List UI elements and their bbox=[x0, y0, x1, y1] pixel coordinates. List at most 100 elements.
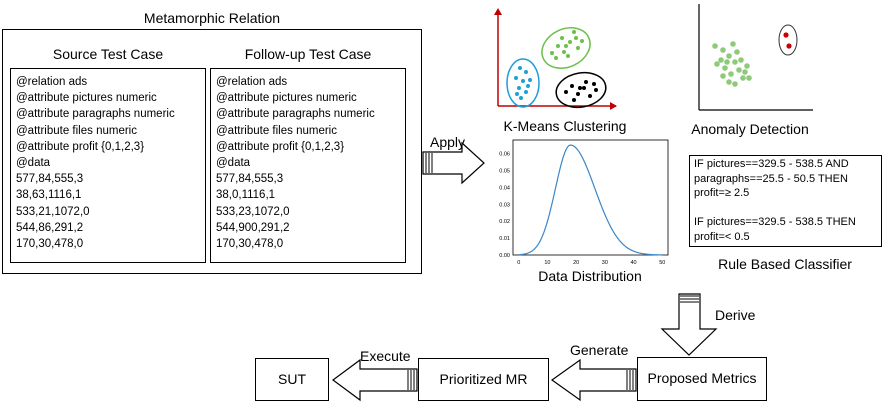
cluster-point bbox=[592, 82, 596, 86]
cluster-point bbox=[519, 96, 523, 100]
y-tick-label: 0.03 bbox=[499, 202, 510, 208]
cluster-point bbox=[574, 36, 578, 40]
normal-point bbox=[722, 65, 728, 71]
code-line: @attribute paragraphs numeric bbox=[216, 108, 375, 121]
anomaly-point bbox=[786, 43, 792, 49]
cluster-point bbox=[550, 51, 554, 55]
normal-point bbox=[742, 69, 748, 75]
rule2-line2: profit=< 0.5 bbox=[694, 230, 750, 243]
mr-title: Metamorphic Relation bbox=[143, 10, 281, 26]
normal-point bbox=[738, 57, 744, 63]
cluster-point bbox=[554, 56, 558, 60]
code-line: @attribute pictures numeric bbox=[216, 92, 357, 105]
cluster-point bbox=[528, 78, 532, 82]
normal-point bbox=[746, 75, 752, 81]
cluster-point bbox=[564, 90, 568, 94]
y-tick-label: 0.00 bbox=[499, 253, 510, 259]
cluster-point bbox=[514, 76, 518, 80]
x-tick-label: 20 bbox=[573, 260, 579, 266]
normal-point bbox=[732, 81, 738, 87]
cluster-point bbox=[576, 92, 580, 96]
proposed-metrics-box bbox=[637, 357, 767, 401]
cluster-black bbox=[555, 71, 607, 109]
rule1-line3: profit=≥ 2.5 bbox=[694, 187, 750, 199]
code-line: @relation ads bbox=[16, 76, 88, 88]
normal-point bbox=[714, 61, 720, 67]
code-line: 544,86,291,2 bbox=[16, 221, 84, 234]
cluster-point bbox=[564, 44, 568, 48]
cluster-point bbox=[524, 90, 528, 94]
cluster-point bbox=[580, 39, 584, 43]
rule2-line1: IF pictures==329.5 - 538.5 THEN bbox=[694, 216, 856, 228]
cluster-point bbox=[570, 84, 574, 88]
code-line: @data bbox=[16, 156, 51, 169]
anomaly-label: Anomaly Detection bbox=[691, 121, 809, 137]
cluster-point bbox=[584, 80, 588, 84]
code-line: 533,21,1072,0 bbox=[16, 205, 90, 218]
code-line: @relation ads bbox=[216, 76, 288, 88]
cluster-point bbox=[572, 30, 576, 34]
normal-point bbox=[740, 75, 746, 81]
cluster-point bbox=[582, 86, 586, 90]
kmeans-label: K-Means Clustering bbox=[503, 118, 627, 134]
cluster-point bbox=[560, 36, 564, 40]
cluster-point bbox=[568, 40, 572, 44]
kmeans-cluster-plot bbox=[494, 8, 617, 110]
code-line: 544,900,291,2 bbox=[216, 221, 290, 234]
cluster-point bbox=[556, 44, 560, 48]
x-tick-label: 30 bbox=[602, 260, 608, 266]
distribution-label: Data Distribution bbox=[538, 268, 642, 284]
anomaly-detection-plot bbox=[698, 4, 813, 111]
rule-text: IF pictures==329.5 - 538.5 AND paragraph… bbox=[694, 157, 856, 244]
x-tick-label: 40 bbox=[630, 260, 636, 266]
cluster-point bbox=[517, 86, 521, 90]
execute-label: Execute bbox=[360, 348, 411, 364]
code-line: @attribute paragraphs numeric bbox=[16, 108, 175, 121]
anomaly-point bbox=[783, 32, 789, 38]
normal-point bbox=[718, 57, 724, 63]
code-line: 533,23,1072,0 bbox=[216, 205, 290, 218]
cluster-point bbox=[515, 92, 519, 96]
cluster-green bbox=[541, 27, 591, 69]
y-tick-label: 0.01 bbox=[499, 236, 510, 242]
cluster-point bbox=[578, 86, 582, 90]
apply-label: Apply bbox=[430, 134, 466, 150]
rule1-line2: paragraphs==25.5 - 50.5 THEN bbox=[694, 172, 848, 185]
normal-point bbox=[744, 63, 750, 69]
cluster-point bbox=[518, 66, 522, 70]
cluster-blue bbox=[506, 58, 540, 108]
normal-point bbox=[728, 71, 734, 77]
code-line: 577,84,555,3 bbox=[216, 173, 284, 186]
x-tick-label: 0 bbox=[517, 260, 520, 266]
cluster-point bbox=[572, 98, 576, 102]
code-line: @attribute files numeric bbox=[216, 124, 337, 137]
code-line: 170,30,478,0 bbox=[16, 237, 84, 250]
normal-point bbox=[736, 67, 742, 73]
distribution-curve bbox=[518, 144, 663, 256]
y-tick-label: 0.06 bbox=[499, 152, 510, 158]
code-line: 170,30,478,0 bbox=[216, 237, 284, 250]
derive-label: Derive bbox=[715, 307, 756, 323]
normal-point bbox=[730, 41, 736, 47]
code-line: @attribute profit {0,1,2,3} bbox=[16, 140, 145, 153]
normal-point bbox=[726, 79, 732, 85]
rule-classifier-box bbox=[689, 155, 882, 247]
rule-classifier-label: Rule Based Classifier bbox=[718, 256, 852, 272]
code-line: @attribute profit {0,1,2,3} bbox=[216, 140, 345, 153]
normal-point bbox=[732, 59, 738, 65]
generate-label: Generate bbox=[570, 342, 629, 358]
cluster-point bbox=[562, 50, 566, 54]
code-line: 38,63,1116,1 bbox=[16, 189, 82, 202]
cluster-point bbox=[594, 88, 598, 92]
code-line: 38,0,1116,1 bbox=[216, 189, 276, 202]
followup-test-case-title: Follow-up Test Case bbox=[244, 46, 372, 62]
prioritized-mr-label: Prioritized MR bbox=[439, 371, 528, 387]
sut-label: SUT bbox=[278, 371, 306, 387]
normal-point bbox=[720, 73, 726, 79]
followup-test-case-box bbox=[210, 68, 406, 263]
source-test-case-title: Source Test Case bbox=[52, 46, 164, 62]
